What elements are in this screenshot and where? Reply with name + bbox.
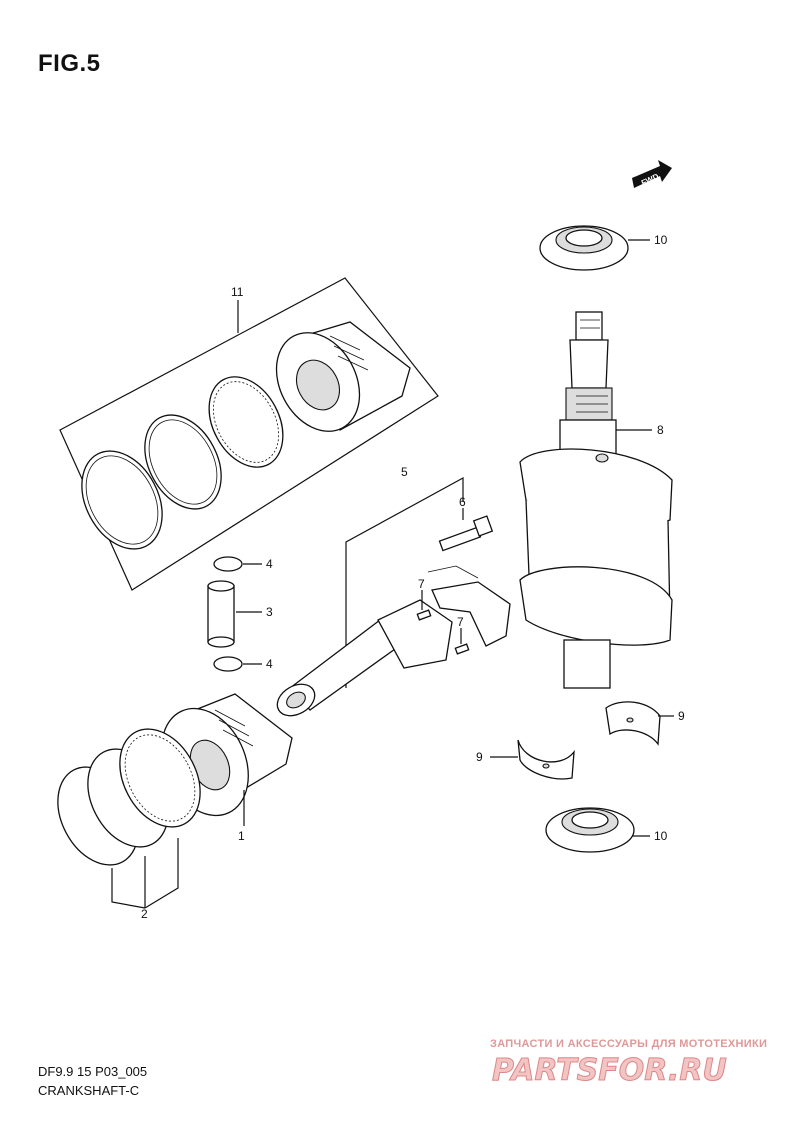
connecting-rod-bolt: [438, 508, 494, 552]
callout-5: 5: [401, 465, 408, 479]
connecting-rod: [276, 599, 453, 717]
watermark-logo: PARTSFOR.RU: [492, 1053, 728, 1089]
piston-rings-set: [57, 728, 201, 909]
figure-title: FIG.5: [38, 50, 101, 77]
dowel-pin-upper: [416, 590, 432, 621]
piston-assembly: [161, 693, 293, 826]
watermark-tagline: ЗАПЧАСТИ И АКСЕССУАРЫ ДЛЯ МОТОТЕХНИКИ: [490, 1038, 768, 1050]
watermark-logo-text: PARTSFOR.RU: [492, 1053, 727, 1088]
callout-10-lower: 10: [654, 829, 668, 843]
callout-4-upper: 4: [266, 557, 273, 571]
callout-7-lower: 7: [457, 615, 464, 629]
kit-piston: [275, 321, 411, 432]
callout-7-upper: 7: [418, 577, 425, 591]
circlip-upper: [213, 556, 262, 572]
connecting-rod-group: [345, 476, 464, 688]
oil-seal-lower: [545, 807, 650, 853]
callout-3: 3: [266, 605, 273, 619]
bearing-shell-left: [490, 739, 575, 780]
dowel-pin-lower: [454, 628, 470, 655]
callout-1: 1: [238, 829, 245, 843]
crankshaft: [519, 311, 673, 689]
callout-4-lower: 4: [266, 657, 273, 671]
callout-2: 2: [141, 907, 148, 921]
callout-9-left: 9: [476, 750, 483, 764]
oil-seal-upper: [539, 225, 650, 271]
piston-pin: [207, 580, 262, 648]
callout-11: 11: [231, 285, 244, 299]
section-name: CRANKSHAFT-C: [38, 1083, 140, 1098]
connecting-rod-cap: [427, 565, 511, 647]
bearing-shell-right: [605, 701, 674, 746]
callout-10-upper: 10: [654, 233, 668, 247]
kit-piston-rings: [81, 376, 284, 550]
model-code: DF9.9 15 P03_005: [38, 1064, 148, 1079]
callout-8: 8: [657, 423, 664, 437]
callout-6: 6: [459, 495, 466, 509]
forward-arrow-icon: FWD: [632, 160, 672, 188]
callout-9-right: 9: [678, 709, 685, 723]
circlip-lower: [213, 656, 262, 672]
